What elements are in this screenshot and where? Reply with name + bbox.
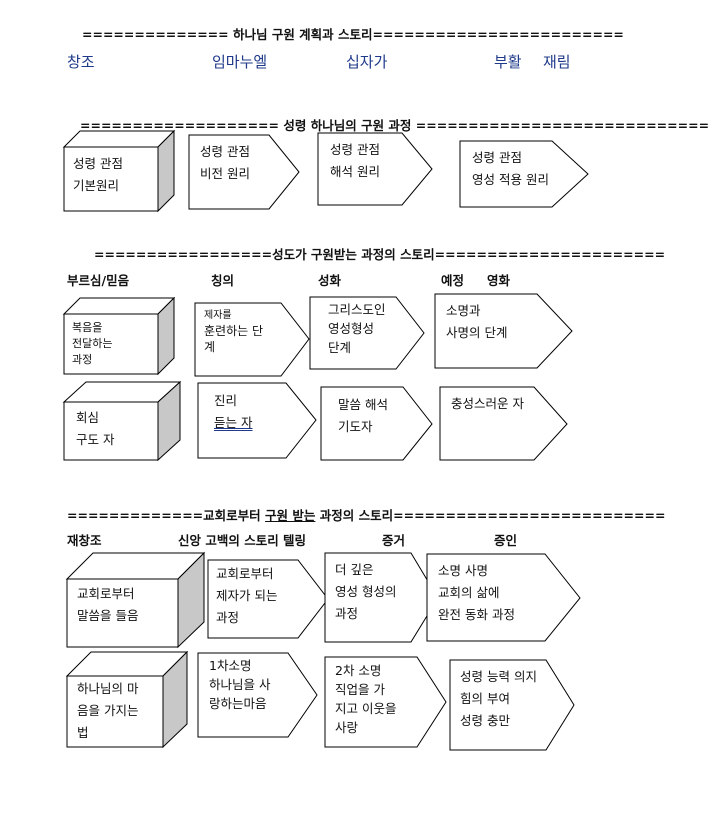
saints-header: =================성도가 구원받는 과정의 스토리=======… <box>94 244 665 263</box>
box-line: 법 <box>77 725 89 740</box>
pentagon-box: 2차 소명 직업을 가 지고 이웃을 사랑 <box>324 656 447 748</box>
box-line: 성령 충만 <box>460 713 510 728</box>
header-rule-right: ============================ <box>415 118 710 133</box>
pentagon-box: 소명 사명 교회의 삶에 완전 동화 과정 <box>426 553 581 642</box>
church-header: =============교회로부터 구원 받는 과정의 스토리========… <box>67 505 665 524</box>
box-line: 성령 관점 <box>73 156 123 171</box>
label-glorification: 영화 <box>487 273 511 288</box>
box-line: 성령 능력 의지 <box>460 669 537 684</box>
pentagon-box: 1차소명 하나님을 사 랑하는마음 <box>197 652 318 738</box>
label-testimony: 증거 <box>382 533 406 548</box>
box-line: 기본원리 <box>73 178 120 193</box>
box-line: 지고 이웃을 <box>335 701 397 716</box>
box-line: 전달하는 <box>72 337 113 350</box>
header-rule-left: ================= <box>94 247 273 262</box>
item-immanuel: 임마누엘 <box>212 53 268 71</box>
box-line: 영성 형성의 <box>335 584 397 599</box>
box-line: 완전 동화 과정 <box>438 607 515 622</box>
header-title-underlined: 구원 받는 <box>265 508 316 523</box>
box-line: 소명과 <box>446 303 481 318</box>
box-line: 사랑 <box>335 720 359 735</box>
box-line: 계 <box>204 340 216 354</box>
box-line: 듣는 자 <box>214 415 253 430</box>
cube-box: 성령 관점 기본원리 <box>62 129 176 213</box>
box-line: 직업을 가 <box>335 682 385 697</box>
box-line: 제자가 되는 <box>216 588 278 603</box>
box-line: 사명의 단계 <box>446 325 508 340</box>
box-line: 그리스도인 <box>328 302 386 317</box>
box-line: 하나님의 마 <box>77 681 139 696</box>
label-calling: 부르심/믿음 <box>67 273 130 288</box>
spirit-header: =================== 성령 하나님의 구원 과정 ======… <box>80 115 709 134</box>
pentagon-box: 진리 듣는 자 <box>197 382 317 459</box>
header-rule-right: ====================== <box>434 247 666 262</box>
pentagon-box: 성령 능력 의지 힘의 부여 성령 충만 <box>449 659 575 751</box>
box-line: 교회로부터 <box>216 566 274 581</box>
pentagon-box: 충성스러운 자 <box>439 386 568 461</box>
box-line: 소명 사명 <box>438 563 488 578</box>
header-title: 성도가 구원받는 과정의 스토리 <box>272 247 435 262</box>
box-line: 음을 가지는 <box>77 703 139 718</box>
item-cross: 십자가 <box>346 53 388 71</box>
box-line: 진리 <box>214 393 238 408</box>
item-creation: 창조 <box>67 53 95 71</box>
box-line: 기도자 <box>338 419 373 434</box>
item-second-coming: 재림 <box>543 53 571 71</box>
box-line: 회심 <box>76 410 100 425</box>
label-sanctification: 성화 <box>318 273 342 288</box>
box-line: 교회의 삶에 <box>438 585 500 600</box>
header-rule-right: ========================== <box>393 508 666 523</box>
box-line: 성령 관점 <box>472 150 522 165</box>
box-line: 훈련하는 단 <box>204 324 264 338</box>
pentagon-box: 성령 관점 영성 적용 원리 <box>459 140 589 208</box>
box-line: 해석 원리 <box>330 164 380 179</box>
box-line: 성령 관점 <box>330 142 380 157</box>
pentagon-box: 교회로부터 제자가 되는 과정 <box>207 559 329 639</box>
header-rule-left: =================== <box>80 118 279 133</box>
header-title: 과정의 스토리 <box>319 508 394 523</box>
item-resurrection: 부활 <box>494 53 522 71</box>
box-line: 과정 <box>335 606 359 621</box>
box-line: 단계 <box>328 340 352 355</box>
header-rule-left: ============= <box>67 508 204 523</box>
box-line: 비전 원리 <box>200 166 250 181</box>
pentagon-box: 그리스도인 영성형성 단계 <box>309 296 425 370</box>
box-line: 구도 자 <box>76 432 115 447</box>
box-line: 교회로부터 <box>77 586 135 601</box>
label-witness: 증인 <box>494 533 518 548</box>
label-justification: 칭의 <box>211 273 235 288</box>
pentagon-box: 말씀 해석 기도자 <box>320 386 433 461</box>
box-line: 과정 <box>72 353 93 366</box>
box-line: 랑하는마음 <box>209 696 267 711</box>
box-line: 2차 소명 <box>335 663 382 678</box>
cube-box: 하나님의 마 음을 가지는 법 <box>65 650 189 749</box>
box-line: 성령 관점 <box>200 144 250 159</box>
label-recreation: 재창조 <box>67 533 102 548</box>
box-line: 말씀을 들음 <box>77 608 139 623</box>
pentagon-box: 소명과 사명의 단계 <box>434 293 573 369</box>
pentagon-box: 성령 관점 해석 원리 <box>317 132 433 206</box>
cube-box: 복음을 전달하는 과정 <box>62 296 176 376</box>
pentagon-box: 성령 관점 비전 원리 <box>188 134 300 210</box>
box-line: 제자를 <box>204 310 232 321</box>
box-line: 영성 적용 원리 <box>472 172 549 187</box>
box-line: 하나님을 사 <box>209 677 271 692</box>
cube-box: 회심 구도 자 <box>62 380 182 462</box>
label-storytelling: 신앙 고백의 스토리 텔링 <box>178 533 307 548</box>
label-predestination: 예정 <box>441 273 465 288</box>
box-line: 복음을 <box>72 321 103 334</box>
box-line: 충성스러운 자 <box>451 396 524 411</box>
box-line: 말씀 해석 <box>338 397 388 412</box>
box-line: 1차소명 <box>209 658 252 673</box>
box-line: 더 깊은 <box>335 562 374 577</box>
box-line: 힘의 부여 <box>460 691 510 706</box>
header-title: 성령 하나님의 구원 과정 <box>283 118 412 133</box>
cube-box: 교회로부터 말씀을 들음 <box>65 551 206 649</box>
box-line: 과정 <box>216 610 240 625</box>
pentagon-box: 더 깊은 영성 형성의 과정 <box>324 552 439 643</box>
plan-header: ============== 하나님 구원 계획과 스토리===========… <box>82 27 624 42</box>
pentagon-box: 제자를 훈련하는 단 계 <box>194 302 310 377</box>
box-line: 영성형성 <box>328 321 375 336</box>
header-title: 교회로부터 <box>203 508 261 523</box>
